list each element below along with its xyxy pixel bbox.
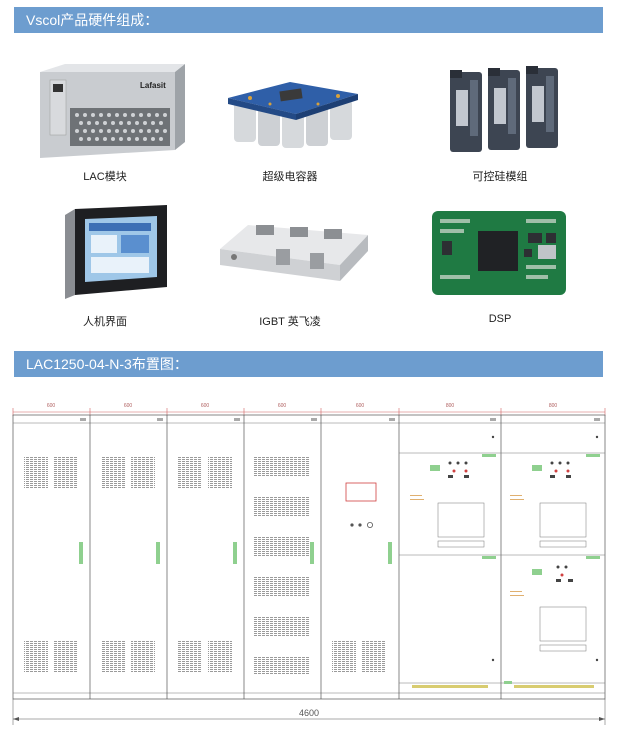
dim-label: 600 (356, 403, 365, 409)
product-caption: 可控硅模组 (472, 171, 528, 183)
cabinet-layout-drawing: 600 600 600 600 600 800 800 (12, 403, 606, 725)
total-width-label: 4600 (299, 708, 319, 718)
product-supercapacitor: 超级电容器 (205, 60, 375, 184)
supercapacitor-icon (210, 60, 370, 160)
product-caption: IGBT 英飞凌 (259, 316, 321, 328)
dim-label: 600 (47, 403, 56, 409)
product-igbt: IGBT 英飞凌 (205, 205, 375, 329)
igbt-module-icon (210, 205, 370, 305)
lac-module-icon: Lafasit (25, 60, 185, 160)
product-caption: 人机界面 (83, 316, 127, 328)
dsp-board-icon (420, 205, 580, 305)
section-title-layout: LAC1250-04-N-3布置图： (14, 351, 603, 377)
dim-label: 600 (278, 403, 287, 409)
product-lac-module: Lafasit LAC模块 (20, 60, 190, 184)
product-thyristor-module: 可控硅模组 (415, 60, 585, 184)
product-caption: 超级电容器 (262, 171, 318, 183)
section-title-hardware: Vscol产品硬件组成： (14, 7, 603, 33)
thyristor-module-icon (420, 60, 580, 160)
hmi-panel-icon (25, 205, 185, 305)
dim-label: 800 (549, 403, 558, 409)
dim-label: 800 (446, 403, 455, 409)
product-caption: LAC模块 (83, 171, 127, 183)
dim-label: 600 (124, 403, 133, 409)
product-dsp: DSP (415, 205, 585, 325)
dim-label: 600 (201, 403, 210, 409)
product-hmi: 人机界面 (20, 205, 190, 329)
product-caption: DSP (488, 313, 512, 325)
brand-logo: Lafasit (140, 81, 166, 90)
